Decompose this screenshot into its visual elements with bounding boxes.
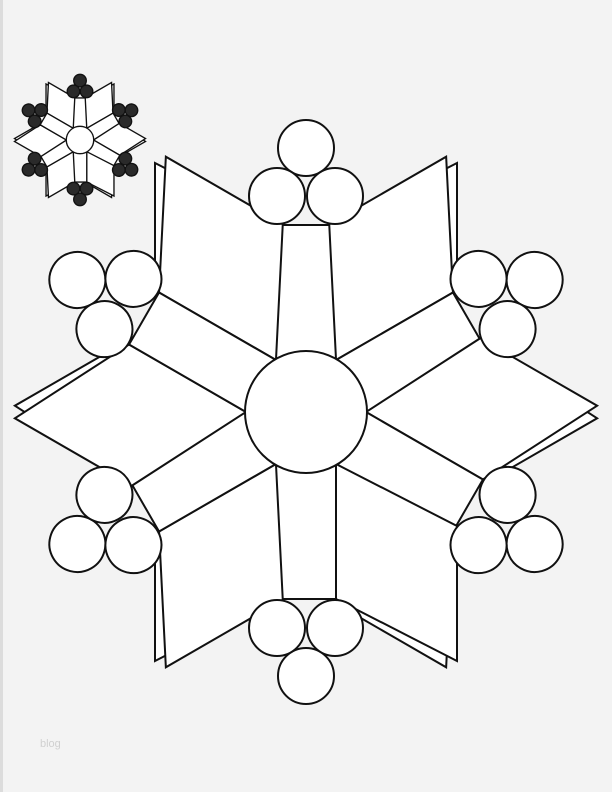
decorative-circle xyxy=(118,114,133,129)
center-circle xyxy=(244,350,368,474)
decorative-circle xyxy=(48,251,107,309)
arm-strip xyxy=(275,224,337,361)
decorative-circle xyxy=(34,103,49,118)
decorative-circle xyxy=(505,251,564,309)
decorative-circle xyxy=(248,167,306,225)
decorative-circle xyxy=(73,73,87,88)
arm-circle-cluster xyxy=(449,249,564,359)
decorative-circle xyxy=(66,84,81,99)
arm-strip xyxy=(72,97,88,129)
arm-circle-cluster xyxy=(248,599,364,705)
decorative-circle xyxy=(277,647,335,705)
thumbnail-snowflake xyxy=(13,73,147,207)
arm-circle-cluster xyxy=(21,103,49,129)
main-snowflake xyxy=(12,119,600,705)
decorative-circle xyxy=(79,181,94,196)
watermark-text: blog xyxy=(40,738,61,750)
arm-circle-cluster xyxy=(449,465,564,575)
decorative-circle xyxy=(104,249,163,308)
arm-circle-cluster xyxy=(21,151,49,177)
decorative-circle xyxy=(505,515,564,573)
arm-circle-cluster xyxy=(66,73,94,99)
decorative-circle xyxy=(21,103,36,118)
decorative-circle xyxy=(306,599,364,657)
decorative-circle xyxy=(248,599,306,657)
decorative-circle xyxy=(124,103,139,118)
decorative-circle xyxy=(73,192,87,207)
decorative-circle xyxy=(124,162,139,177)
arm-circle-cluster xyxy=(111,103,139,129)
decorative-circle xyxy=(21,162,36,177)
decorative-circle xyxy=(306,167,364,225)
arm-circle-cluster xyxy=(111,151,139,177)
decorative-circle xyxy=(104,516,163,575)
decorative-circle xyxy=(449,516,508,575)
decorative-circle xyxy=(111,162,126,177)
decorative-circle xyxy=(48,515,107,573)
decorative-circle xyxy=(75,465,134,524)
decorative-circle xyxy=(27,151,42,166)
decorative-circle xyxy=(478,465,537,524)
arm-circle-cluster xyxy=(248,119,364,225)
arm-circle-cluster xyxy=(66,181,94,207)
decorative-circle xyxy=(449,249,508,308)
decorative-circle xyxy=(478,300,537,359)
arm-strip xyxy=(275,463,337,600)
decorative-circle xyxy=(75,300,134,359)
arm-circle-cluster xyxy=(48,249,163,359)
center-circle xyxy=(65,125,95,155)
arm-strip xyxy=(72,151,88,183)
arm-circle-cluster xyxy=(48,465,163,575)
decorative-circle xyxy=(277,119,335,177)
decorative-circle xyxy=(66,181,81,196)
decorative-circle xyxy=(79,84,94,99)
